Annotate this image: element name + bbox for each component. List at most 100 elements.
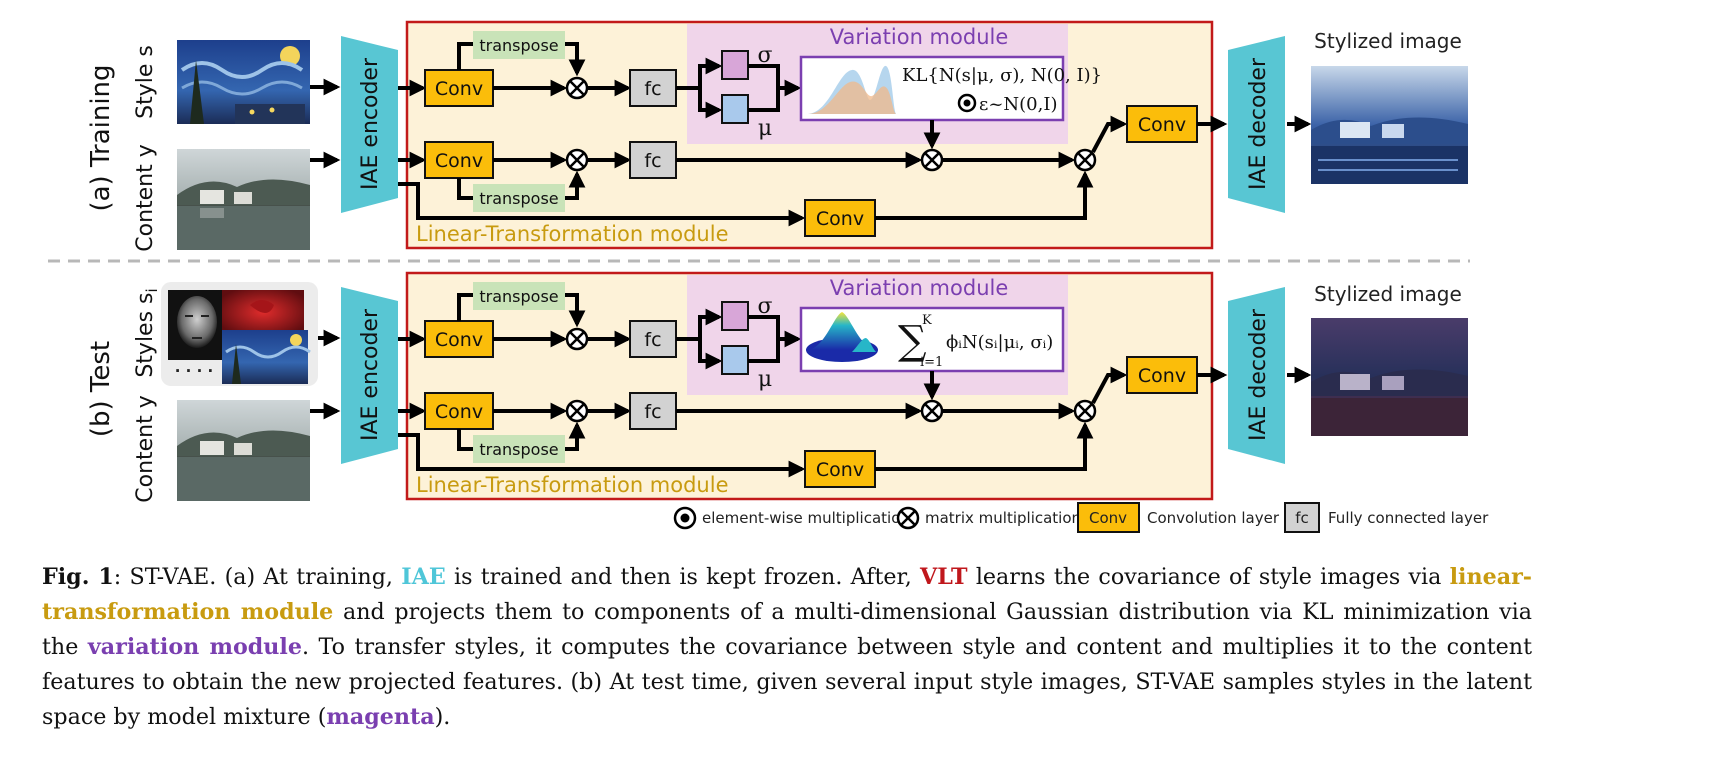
fc-content [629, 141, 677, 179]
iae-encoder [341, 287, 398, 464]
gaussian-plot [806, 62, 896, 116]
fc-style-label: fc [644, 329, 661, 351]
transpose-content [473, 184, 565, 212]
caption-variation-module: variation module [87, 634, 302, 660]
fc-content-label: fc [644, 150, 661, 172]
matrix-mult-icon [565, 399, 589, 423]
transpose-style [473, 282, 565, 310]
output-title: Stylized image [1314, 282, 1462, 306]
test-row: (b) Test Styles si Content y · · · · [86, 271, 1468, 503]
elementwise-mult-icon [673, 506, 697, 530]
conv-skip [804, 199, 876, 237]
caption-text: and projects them to components of a mul… [42, 599, 1533, 660]
legend-conv-box-label: Conv [1089, 509, 1127, 527]
conv-style-label: Conv [435, 78, 483, 100]
mu-box [721, 94, 749, 124]
legend-fc-box [1284, 502, 1320, 533]
fc-content-label: fc [644, 401, 661, 423]
legend-elementwise: element-wise multiplication [702, 509, 910, 527]
training-row: (a) Training Style s Content y IAE encod… [86, 20, 1468, 252]
mu-label: μ [758, 367, 772, 392]
legend-conv-box [1077, 502, 1140, 533]
sum-lower: i=1 [920, 355, 943, 370]
iae-decoder-label: IAE decoder [1246, 57, 1271, 190]
conv-content-label: Conv [435, 150, 483, 172]
figure-caption: Fig. 1: ST-VAE. (a) At training, IAE is … [42, 560, 1532, 735]
conv-skip [804, 450, 876, 488]
matrix-mult-icon [896, 506, 920, 530]
conv-skip-label: Conv [816, 208, 864, 230]
matrix-mult-icon [920, 148, 944, 172]
elementwise-mult-icon [957, 93, 977, 113]
variation-module-title: Variation module [830, 276, 1009, 300]
transpose-content-label: transpose [479, 440, 558, 459]
stylized-image [1311, 66, 1468, 184]
fc-style-label: fc [644, 78, 661, 100]
caption-text: learns the covariance of style images vi… [967, 564, 1450, 590]
caption-text: is trained and then is kept frozen. Afte… [445, 564, 921, 590]
rose-image [222, 290, 304, 334]
portrait-image [168, 290, 226, 360]
conv-final [1126, 105, 1198, 143]
iae-encoder-label: IAE encoder [358, 57, 383, 190]
sigma-label: σ [757, 294, 772, 319]
legend-matrix: matrix multiplication [925, 509, 1081, 527]
transpose-style-label: transpose [479, 36, 558, 55]
starry-night-image [222, 330, 311, 384]
st-vae-diagram: (a) Training Style s Content y IAE encod… [48, 20, 1489, 533]
caption-text: ). [434, 704, 451, 730]
content-image [177, 149, 310, 250]
transpose-content-label: transpose [479, 189, 558, 208]
gaussian-3d-plot [806, 312, 878, 362]
content-label: Content y [133, 395, 158, 503]
sum-upper: K [922, 313, 932, 328]
transpose-content [473, 435, 565, 463]
sigma-box [721, 301, 749, 331]
caption-label: Fig. 1 [42, 564, 114, 590]
lt-module-title: Linear-Transformation module [416, 473, 729, 497]
training-title: (a) Training [86, 64, 116, 211]
style-label: Style s [133, 45, 158, 119]
legend-conv: Convolution layer [1147, 509, 1280, 527]
styles-label: Styles si [133, 288, 161, 377]
legend-fc: Fully connected layer [1328, 509, 1489, 527]
sum-symbol: ∑ [898, 318, 927, 364]
variation-module-title: Variation module [830, 25, 1009, 49]
more-styles-dots: · · · · [175, 362, 213, 380]
matrix-mult-icon [920, 399, 944, 423]
caption-text: : ST-VAE. (a) At training, [113, 564, 402, 590]
output-title: Stylized image [1314, 29, 1462, 53]
iae-decoder [1228, 36, 1285, 213]
conv-content-label: Conv [435, 401, 483, 423]
test-title: (b) Test [86, 341, 116, 437]
legend-fc-box-label: fc [1295, 509, 1309, 527]
content-label: Content y [133, 144, 158, 252]
caption-iae: IAE [401, 564, 446, 590]
matrix-mult-icon [565, 76, 589, 100]
caption-lt-module: linear-transformation module [42, 564, 1532, 625]
transpose-style-label: transpose [479, 287, 558, 306]
caption-magenta: magenta [326, 704, 435, 730]
content-image [177, 400, 310, 501]
mu-box [721, 345, 749, 375]
matrix-mult-icon [565, 148, 589, 172]
iae-encoder [341, 36, 398, 213]
stylized-image [1311, 318, 1468, 436]
mixture-text: ϕᵢN(sᵢ|μᵢ, σᵢ) [946, 332, 1053, 353]
caption-vlt: VLT [920, 564, 968, 590]
sigma-label: σ [757, 43, 772, 68]
legend: element-wise multiplication matrix multi… [673, 502, 1489, 533]
iae-decoder [1228, 287, 1285, 464]
matrix-mult-icon [565, 327, 589, 351]
conv-style-label: Conv [435, 329, 483, 351]
transpose-style [473, 31, 565, 59]
kl-text: KL{N(s|μ, σ), N(0, I)} [902, 65, 1102, 86]
mu-label: μ [758, 116, 772, 141]
iae-encoder-label: IAE encoder [358, 308, 383, 441]
matrix-mult-icon [1073, 399, 1097, 423]
fc-style [629, 320, 677, 358]
matrix-mult-icon [1073, 148, 1097, 172]
sigma-box [721, 50, 749, 80]
conv-final-label: Conv [1138, 365, 1186, 387]
conv-final-label: Conv [1138, 114, 1186, 136]
